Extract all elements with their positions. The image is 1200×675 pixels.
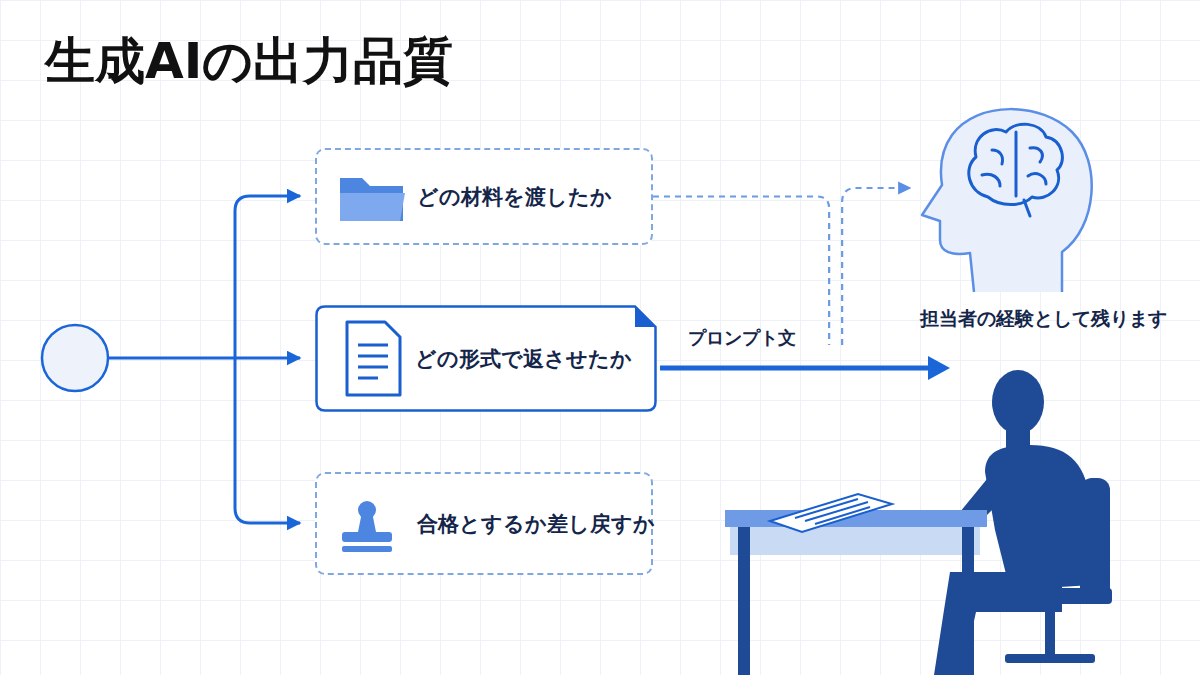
document-icon — [347, 322, 400, 395]
experience-head: 担当者の経験として残ります — [912, 100, 1174, 332]
folded-corner — [635, 307, 656, 328]
branch-line — [108, 357, 235, 360]
node-text: どの形式で返させたか — [315, 345, 632, 373]
dashed-check-box: 合格とするか差し戻すか — [315, 472, 653, 575]
brain-icon — [969, 124, 1063, 216]
branch-arrow — [235, 196, 300, 358]
paper-on-desk — [770, 494, 892, 532]
diagram-title: 生成AIの出力品質 — [45, 28, 453, 95]
folder-icon — [340, 178, 405, 221]
caption-text: 担当者の経験として残ります — [920, 306, 1167, 332]
dashed-connector — [653, 188, 910, 345]
document-box: どの形式で返させたか — [315, 305, 657, 412]
head-profile — [922, 109, 1092, 292]
stamp-icon — [342, 501, 392, 552]
branch-arrow — [235, 357, 300, 360]
node-text: 合格とするか差し戻すか — [317, 510, 655, 538]
dashed-input-box: どの材料を渡したか — [315, 148, 653, 245]
desk — [725, 510, 987, 675]
node-text: どの材料を渡したか — [317, 183, 612, 211]
branch-arrow — [235, 358, 300, 523]
arrow-label: プロンプト文 — [688, 326, 796, 350]
prompt-arrow-head — [928, 356, 950, 380]
start-circle — [42, 325, 108, 391]
prompt-arrow-line — [660, 366, 930, 371]
